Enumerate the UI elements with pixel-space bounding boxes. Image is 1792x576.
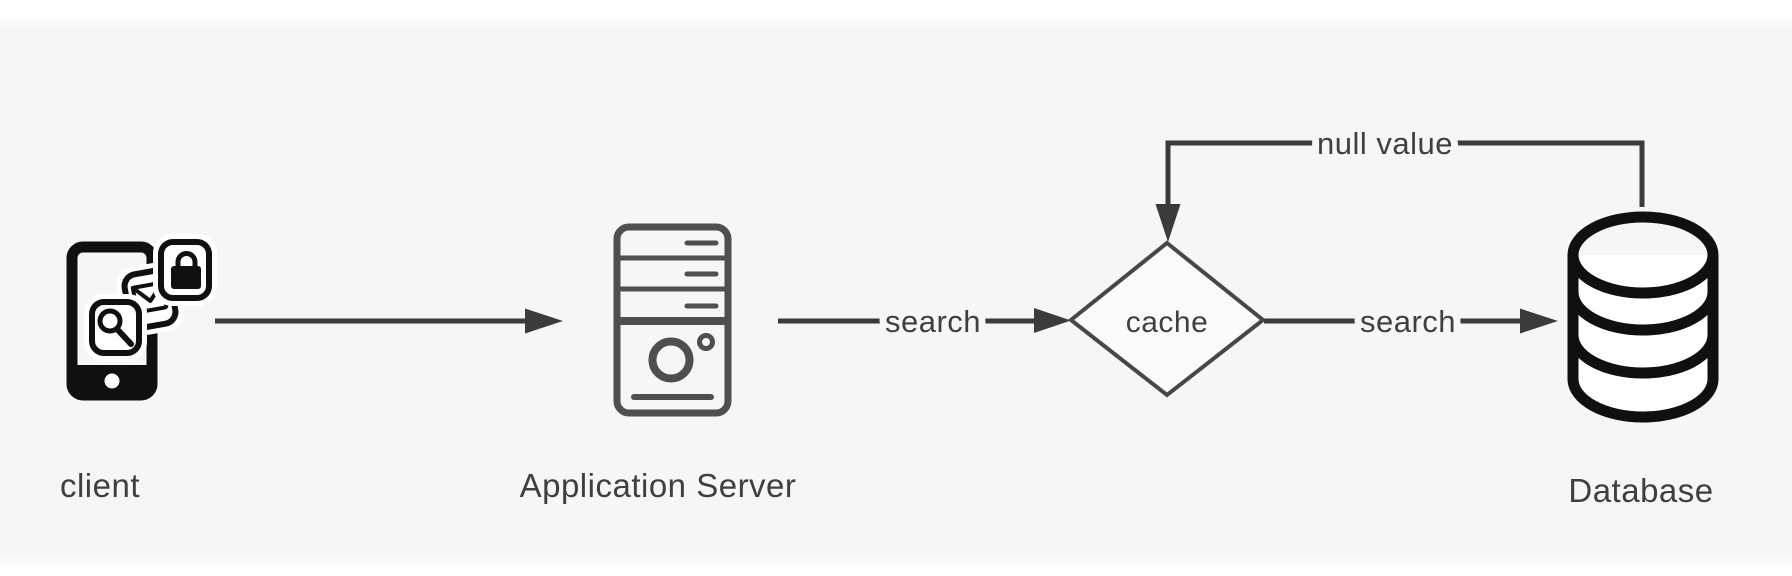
application-server-label: Application Server bbox=[520, 467, 797, 504]
edge-database-to-cache: null value bbox=[1155, 119, 1645, 242]
search-app-icon bbox=[84, 294, 147, 361]
edge-server-to-cache: search bbox=[778, 297, 1071, 346]
database-label: Database bbox=[1568, 472, 1713, 509]
client-label: client bbox=[60, 467, 140, 504]
application-server-node: Application Server bbox=[520, 223, 797, 504]
arrowhead-right-icon bbox=[525, 308, 563, 334]
edge-client-to-server bbox=[215, 308, 563, 334]
edge-label-null-value: null value bbox=[1317, 126, 1453, 161]
tower-server-icon bbox=[613, 223, 732, 417]
lock-app-icon bbox=[153, 234, 217, 306]
decision-diamond-shape bbox=[1067, 240, 1267, 398]
arrowhead-right-icon bbox=[1520, 308, 1558, 334]
client-node: client bbox=[60, 234, 217, 504]
edge-cache-to-database: search bbox=[1264, 297, 1558, 346]
edge-label-search-2: search bbox=[1360, 304, 1456, 339]
cache-label: cache bbox=[1126, 306, 1209, 339]
edge-label-search-1: search bbox=[885, 304, 981, 339]
cache-node: cache bbox=[1067, 240, 1267, 398]
database-cylinder-icon bbox=[1567, 211, 1719, 423]
database-node: Database bbox=[1567, 211, 1719, 509]
arrowhead-down-icon bbox=[1155, 204, 1181, 242]
arrowhead-right-icon bbox=[1034, 308, 1071, 333]
